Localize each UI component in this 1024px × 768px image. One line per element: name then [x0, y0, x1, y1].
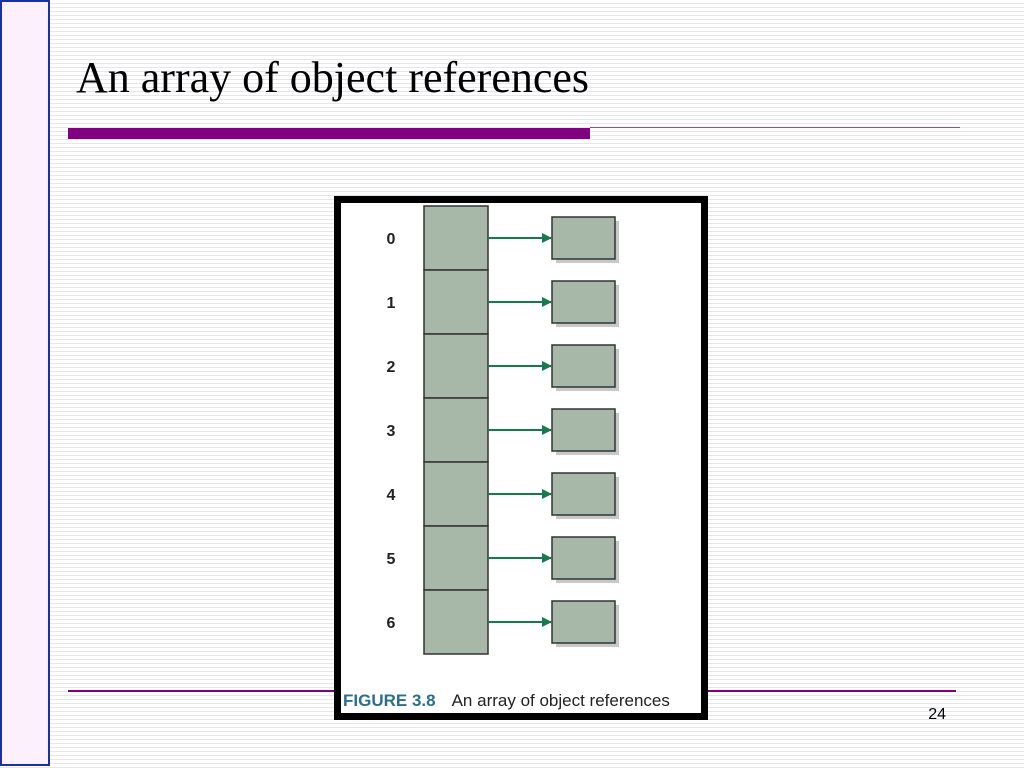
left-decorative-bar [0, 0, 50, 766]
index-label: 2 [387, 359, 396, 376]
figure-caption-text: An array of object references [451, 691, 670, 710]
slide-title: An array of object references [76, 53, 590, 102]
index-label: 0 [387, 231, 396, 248]
index-label: 5 [387, 551, 396, 568]
array-cell [423, 461, 489, 527]
index-label: 6 [387, 615, 396, 632]
array-cell [423, 589, 489, 655]
array-cell [423, 269, 489, 335]
array-cell [423, 397, 489, 463]
array-cell [423, 525, 489, 591]
array-cell [423, 205, 489, 271]
object-box [551, 600, 616, 644]
object-box [551, 408, 616, 452]
object-box [551, 216, 616, 260]
array-diagram: 0 1 2 3 4 5 6 [387, 205, 619, 655]
index-label: 1 [387, 295, 396, 312]
index-label: 3 [387, 423, 396, 440]
object-box [551, 280, 616, 324]
index-label: 4 [387, 487, 396, 504]
page-number: 24 [928, 706, 946, 723]
title-underline-thick [68, 128, 590, 139]
figure-frame: 0 1 2 3 4 5 6 FIGURE 3.8 An array of object ref… [334, 196, 708, 720]
title-underline-thin [590, 127, 960, 128]
object-box [551, 344, 616, 388]
array-cell [423, 333, 489, 399]
figure-caption: FIGURE 3.8 An array of object references [343, 691, 670, 711]
object-box [551, 536, 616, 580]
object-box [551, 472, 616, 516]
figure-label: FIGURE 3.8 [343, 691, 436, 710]
